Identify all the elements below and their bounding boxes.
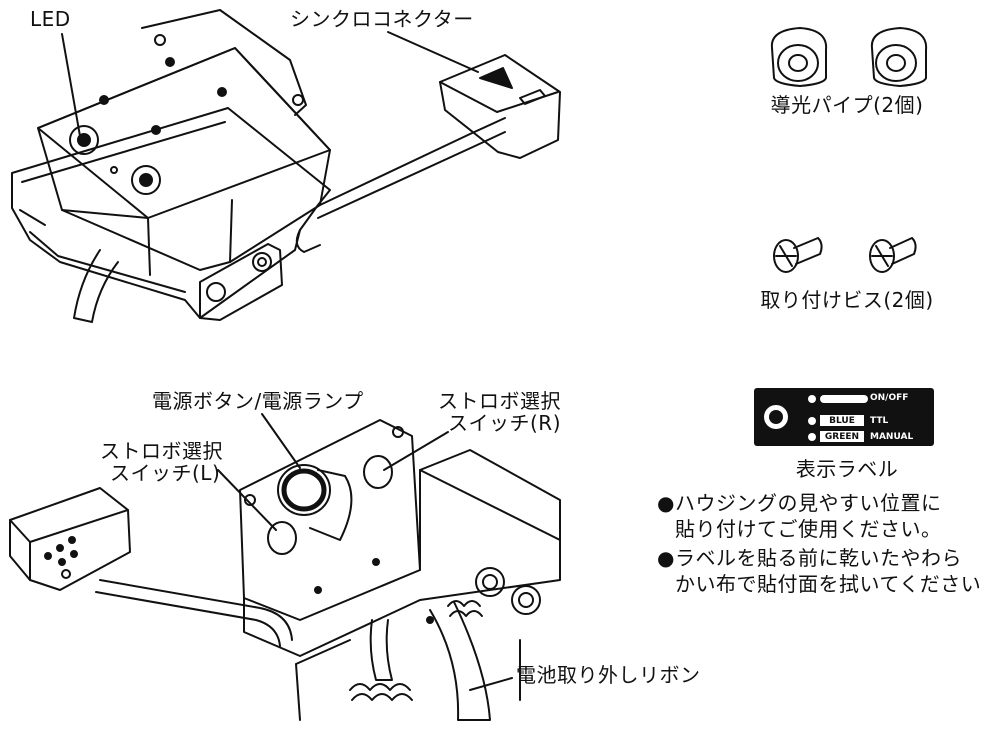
led-socket <box>69 125 99 155</box>
connector-pin <box>61 569 71 579</box>
strobe-switch-l-callout-line1: ストロボ選択 <box>100 439 223 463</box>
label-note-1: ●ハウジングの見やすい位置に 貼り付けてご使用ください。 <box>657 490 942 542</box>
connector-pin <box>44 552 52 560</box>
bottom-battery-contact <box>475 567 505 597</box>
led-socket-inner <box>139 173 153 187</box>
screws-caption: 取り付けビス(2個) <box>760 288 934 312</box>
power-button-ring <box>281 468 327 512</box>
bottom-screw <box>372 558 380 566</box>
screws-drawing <box>773 237 917 273</box>
top-mount-tab <box>141 9 307 116</box>
strobe-switch-r-callout-line2: スイッチ(R) <box>448 411 562 435</box>
light-pipes-drawing <box>770 27 928 87</box>
top-ribbon <box>73 249 119 323</box>
bottom-sync-cable <box>95 579 293 647</box>
top-battery-contact <box>206 282 226 302</box>
connector-pin <box>70 550 78 558</box>
display-label-on-off: ON/OFF <box>870 393 909 403</box>
sync-connector-arrow <box>479 67 513 89</box>
top-base-rail <box>19 121 226 293</box>
top-main-body <box>37 47 331 271</box>
top-screw <box>151 125 161 135</box>
sync-connector-body <box>439 54 561 159</box>
led-socket <box>131 165 161 195</box>
label-note-2-line2: かい布で貼付面を拭いてください <box>675 572 982 596</box>
bottom-battery-contact-inner <box>518 592 534 608</box>
display-label-graphic <box>754 388 934 446</box>
battery-ribbon-leader-line <box>469 677 513 691</box>
display-label-caption: 表示ラベル <box>795 457 899 481</box>
led-socket-inner <box>77 133 91 147</box>
top-body-front-edge <box>61 199 233 276</box>
sync-cable-hook <box>295 229 321 253</box>
power-button <box>277 464 331 516</box>
top-screw <box>165 57 175 67</box>
strobe-switch-l-leader-line <box>217 469 277 531</box>
sync-connector-slot <box>519 89 546 105</box>
led-callout: LED <box>30 7 71 31</box>
top-tab-hole <box>154 34 166 46</box>
bottom-battery-contact-inner <box>482 574 498 590</box>
power-button-barrel <box>309 469 353 541</box>
bottom-ribbon <box>429 601 491 721</box>
bottom-ribbon <box>369 619 393 681</box>
bullet: ● <box>657 546 675 570</box>
top-base-plate <box>11 107 331 319</box>
top-body-top-face <box>37 47 331 219</box>
battery-spring <box>447 600 483 617</box>
top-battery-contact <box>252 252 272 272</box>
label-note-1-line1: ハウジングの見やすい位置に <box>675 491 942 515</box>
display-label-manual: MANUAL <box>870 432 914 442</box>
strobe-switch-l-callout-line2: スイッチ(L) <box>110 461 221 485</box>
display-label-green: GREEN <box>824 432 860 442</box>
connector-pin <box>56 544 64 552</box>
label-note-1-line2: 貼り付けてご使用ください。 <box>675 517 942 541</box>
led-leader-line <box>61 33 81 137</box>
front-panel-hole <box>244 494 256 506</box>
bottom-housing <box>243 469 561 657</box>
top-tab-hole <box>292 94 304 106</box>
bottom-sync-connector-edge <box>9 509 129 581</box>
strobe-switch-r-hole <box>363 455 393 489</box>
bottom-battery-contact <box>511 585 541 615</box>
power-button-leader-line <box>261 413 301 469</box>
bottom-assembly-drawing <box>9 413 561 721</box>
top-small-hole <box>110 166 118 174</box>
battery-ribbon-callout: 電池取り外しリボン <box>516 663 701 687</box>
strobe-switch-r-leader-line <box>383 431 449 471</box>
connector-pin <box>58 558 66 566</box>
power-button-callout: 電源ボタン/電源ランプ <box>152 389 364 413</box>
bottom-screw <box>314 586 322 594</box>
label-note-2-line1: ラベルを貼る前に乾いたやわら <box>675 546 962 570</box>
connector-pin <box>68 536 76 544</box>
light-pipe-caption: 導光パイプ(2個) <box>770 93 924 117</box>
bottom-screw <box>426 616 434 624</box>
bottom-housing-lower <box>295 639 521 721</box>
bottom-sync-connector <box>9 487 131 591</box>
top-battery-end <box>199 243 283 321</box>
bullet: ● <box>657 491 675 515</box>
top-battery-contact-inner <box>257 257 267 267</box>
sync-cable <box>317 117 506 219</box>
top-screw <box>99 95 109 105</box>
strobe-switch-l-hole <box>267 521 297 555</box>
display-label-ttl: TTL <box>870 416 889 426</box>
bottom-housing-top <box>419 449 561 541</box>
top-screw <box>217 87 227 97</box>
battery-spring <box>349 683 413 701</box>
sync-connector-leader-line <box>387 31 479 73</box>
front-panel-hole <box>392 426 404 438</box>
label-note-2: ●ラベルを貼る前に乾いたやわら かい布で貼付面を拭いてください <box>657 545 981 597</box>
display-label-blue: BLUE <box>829 416 855 426</box>
top-assembly-drawing <box>11 9 561 323</box>
sync-connector-callout: シンクロコネクター <box>290 7 474 31</box>
strobe-switch-r-callout-line1: ストロボ選択 <box>438 389 561 413</box>
